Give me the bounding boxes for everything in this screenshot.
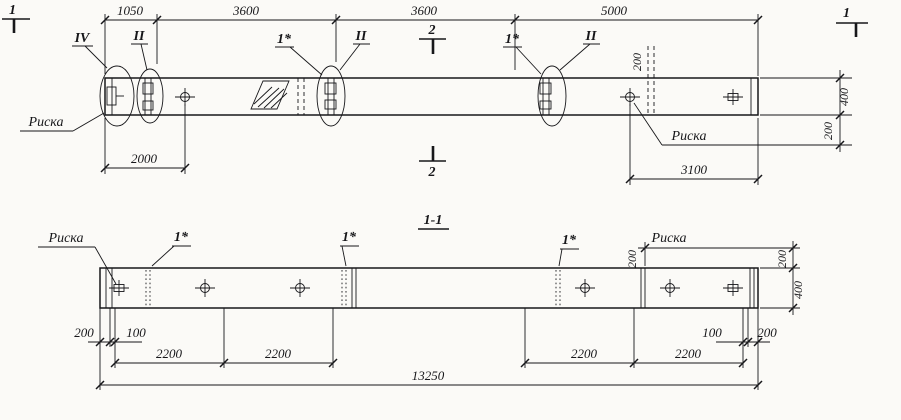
svg-text:1*: 1* — [174, 230, 189, 245]
label-1star-top-b: 1* — [503, 32, 542, 75]
riska-left-bottom: Риска — [38, 231, 117, 285]
dim-1050: 1050 — [117, 3, 144, 18]
dim-2000-group: 2000 — [100, 104, 190, 174]
hole-mark-b4 — [659, 278, 681, 298]
section-1-mark-right: 1 — [836, 6, 868, 37]
svg-text:2: 2 — [428, 23, 436, 38]
dim-200-right: 200 — [757, 325, 777, 340]
riska-right-top: Риска — [633, 102, 852, 146]
svg-text:II: II — [585, 29, 597, 44]
section-view: 1-1 Риска — [38, 213, 805, 390]
detail-circle-ii-mid — [316, 65, 346, 127]
section-1-label-right: 1 — [843, 6, 850, 21]
anchor-mark-bottom-right — [722, 279, 744, 297]
dim-3600-b: 3600 — [410, 3, 438, 18]
dim-200-bottom-mid: 200 — [625, 250, 639, 268]
view-title: 1-1 — [418, 213, 449, 230]
anchor-mark-top-right — [722, 88, 744, 106]
dim-3600-a: 3600 — [232, 3, 260, 18]
dim-2200-d: 2200 — [675, 346, 702, 361]
beam-plan-outline — [104, 77, 759, 116]
section-2-mark-bottom: 2 — [419, 146, 446, 180]
bottom-right-vertical-dims: 200 400 — [760, 241, 805, 315]
mid-stiffener — [324, 78, 337, 115]
dim-2200-a: 2200 — [156, 346, 183, 361]
label-ii-mid: II — [339, 29, 370, 71]
svg-text:Риска: Риска — [671, 129, 707, 144]
hatched-gusset — [250, 80, 290, 110]
top-right-vertical-dims: 400 200 — [760, 70, 852, 152]
riska-right-bottom: Риска — [638, 231, 800, 249]
svg-text:Риска: Риска — [48, 231, 84, 246]
dim-2200-b: 2200 — [265, 346, 292, 361]
hole-mark-top-left — [174, 87, 196, 107]
label-ii-left: II — [131, 29, 148, 71]
svg-text:1-1: 1-1 — [424, 213, 443, 228]
riska-left-top: Риска — [20, 112, 105, 132]
beam-section-outline — [99, 267, 759, 309]
section-1-mark-left: 1 — [2, 3, 30, 33]
svg-text:1*: 1* — [562, 233, 577, 248]
svg-text:2: 2 — [428, 165, 436, 180]
hole-mark-top-right — [619, 87, 641, 107]
dim-3100-group: 3100 — [625, 104, 763, 185]
label-ii-right: II — [559, 29, 600, 71]
section-1-label-left: 1 — [9, 3, 16, 18]
svg-text:II: II — [133, 29, 145, 44]
dim-200-top-right: 200 — [821, 122, 835, 140]
label-1star-bottom-b: 1* — [340, 230, 359, 267]
dim-400-top: 400 — [837, 88, 851, 106]
dim-2000: 2000 — [131, 151, 158, 166]
dim-100-left: 100 — [126, 325, 146, 340]
svg-text:1*: 1* — [342, 230, 357, 245]
svg-text:1*: 1* — [277, 32, 292, 47]
top-view: 1 1 1050 3600 3600 5000 — [2, 3, 868, 185]
dim-200-top-mid: 200 — [630, 53, 644, 71]
svg-text:Риска: Риска — [28, 115, 64, 130]
dim-5000: 5000 — [601, 3, 628, 18]
svg-text:IV: IV — [74, 31, 91, 46]
detail-circle-ii-left — [136, 68, 164, 124]
detail-circle-ii-right — [537, 65, 567, 127]
bottom-mid-200: 200 — [625, 242, 650, 268]
dim-200-left: 200 — [74, 325, 94, 340]
hole-mark-b3 — [574, 278, 596, 298]
dim-2200-c: 2200 — [571, 346, 598, 361]
dim-100-right: 100 — [702, 325, 722, 340]
label-1star-top-a: 1* — [275, 32, 323, 76]
label-1star-bottom-a: 1* — [151, 230, 191, 267]
right-stiffener — [539, 78, 552, 115]
dim-400-bottom: 400 — [791, 281, 805, 299]
detail-circle-iv — [99, 65, 135, 127]
label-1star-bottom-c: 1* — [558, 233, 579, 267]
dim-200-bottom-right: 200 — [775, 250, 789, 268]
top-dimension-chain: 1050 3600 3600 5000 — [100, 3, 763, 76]
dim-13250: 13250 — [412, 368, 445, 383]
svg-text:Риска: Риска — [651, 231, 687, 246]
hole-mark-b2 — [289, 278, 311, 298]
hole-mark-b1 — [194, 278, 216, 298]
bottom-dimension-chains: 200 100 100 200 2200 2200 2200 2200 1325… — [74, 308, 777, 390]
svg-text:1*: 1* — [505, 32, 520, 47]
section-2-mark-top: 2 — [419, 23, 446, 54]
label-iv: IV — [72, 31, 108, 69]
svg-text:II: II — [355, 29, 367, 44]
dim-3100: 3100 — [680, 162, 708, 177]
